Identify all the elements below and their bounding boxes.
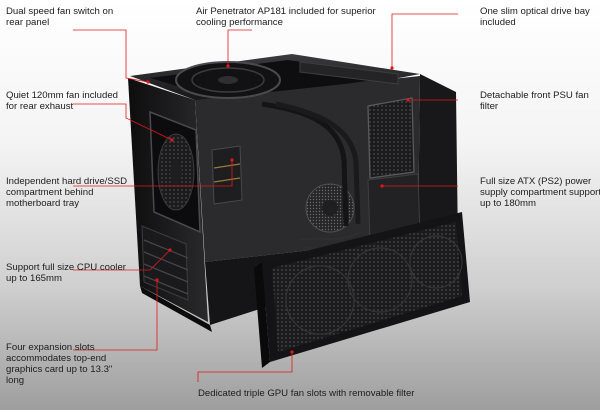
callout-line-text: Dedicated triple GPU fan slots with remo… <box>198 388 415 399</box>
callout-dots <box>146 64 410 354</box>
callout-line-text: included <box>480 17 516 28</box>
callout-line-text: Independent hard drive/SSD <box>6 176 128 187</box>
callout-line-text: Full size ATX (PS2) power <box>480 176 592 187</box>
callout-cpu-cooler: Support full size CPU cooler up to 165mm <box>6 262 126 284</box>
hdd-compartment <box>211 145 243 205</box>
callout-hdd-compartment: Independent hard drive/SSD compartment b… <box>6 176 127 209</box>
callout-line-text: Detachable front PSU fan <box>480 90 589 101</box>
callout-gpu-fans: Dedicated triple GPU fan slots with remo… <box>198 388 414 399</box>
callout-line-text: motherboard tray <box>6 198 80 209</box>
callout-dual-fan-switch: Dual speed fan switch on rear panel <box>6 6 113 28</box>
motherboard-tray <box>195 76 420 262</box>
callout-line-text: filter <box>480 101 499 112</box>
callout-line-text: rear panel <box>6 17 50 28</box>
case-foot <box>140 286 212 332</box>
callout-line-text: for rear exhaust <box>6 101 74 112</box>
cpu-fan-grill <box>305 183 355 233</box>
callout-line-text: graphics card up to 13.3" <box>6 364 113 375</box>
callout-line-text: One slim optical drive bay <box>480 6 590 17</box>
callout-line-text: Support full size CPU cooler <box>6 262 126 273</box>
callout-psu-compartment: Full size ATX (PS2) power supply compart… <box>480 176 600 209</box>
callout-quiet-fan: Quiet 120mm fan included for rear exhaus… <box>6 90 118 112</box>
callout-line-text: accommodates top-end <box>6 353 107 364</box>
callout-expansion-slots: Four expansion slots accommodates top-en… <box>6 342 112 386</box>
callout-psu-filter: Detachable front PSU fan filter <box>480 90 589 112</box>
callout-line-text: long <box>6 375 25 386</box>
callout-optical-bay: One slim optical drive bay included <box>480 6 590 28</box>
expansion-slots <box>141 225 189 301</box>
callout-line-text: up to 180mm <box>480 198 536 209</box>
callout-line-text: supply compartment support <box>480 187 600 198</box>
callout-lines <box>73 13 458 382</box>
callout-air-penetrator: Air Penetrator AP181 included for superi… <box>196 6 376 28</box>
callout-line-text: cooling performance <box>196 17 283 28</box>
optical-drive-bay <box>299 61 399 85</box>
callout-line-text: compartment behind <box>6 187 94 198</box>
callout-line-text: Four expansion slots <box>6 342 95 353</box>
callout-line-text: Quiet 120mm fan included <box>6 90 118 101</box>
psu-filter <box>367 97 415 179</box>
callout-line-text: up to 165mm <box>6 273 62 284</box>
front-panel <box>254 212 470 368</box>
case-right-side <box>418 74 458 248</box>
callout-line-text: Air Penetrator AP181 included for superi… <box>196 6 376 17</box>
rear-fan <box>149 110 201 234</box>
callout-line-text: Dual speed fan switch on <box>6 6 114 17</box>
